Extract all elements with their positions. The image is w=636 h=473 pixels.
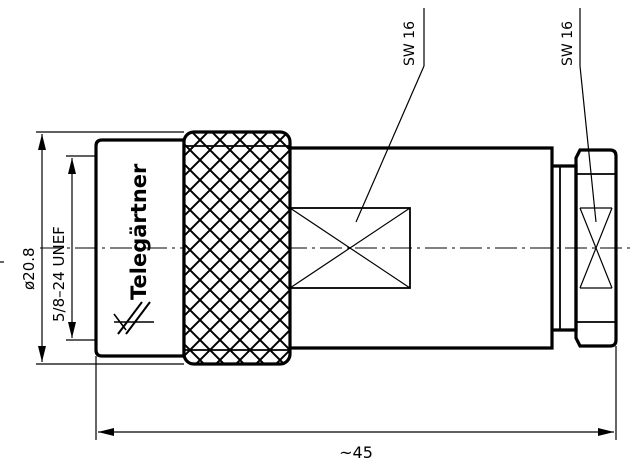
label-length: ~45 <box>339 443 373 462</box>
thread-dimension <box>66 155 96 341</box>
knurled-coupling-nut <box>182 130 292 366</box>
rear-hex-nut <box>574 148 618 348</box>
leader-sw-nut <box>579 65 597 223</box>
connector-body <box>290 146 554 350</box>
label-diameter: ø20.8 <box>20 247 38 290</box>
label-thread: 5/8–24 UNEF <box>50 226 68 322</box>
brand-logo-text: Telegärtner <box>127 163 151 300</box>
telegaertner-logo-icon <box>113 301 154 335</box>
label-sw-nut: SW 16 <box>560 21 576 66</box>
leader-sw-main <box>355 65 425 223</box>
wrench-flat <box>289 207 411 289</box>
length-dimension <box>95 346 617 440</box>
diameter-dimension <box>36 131 184 365</box>
label-sw-main: SW 16 <box>402 21 418 66</box>
